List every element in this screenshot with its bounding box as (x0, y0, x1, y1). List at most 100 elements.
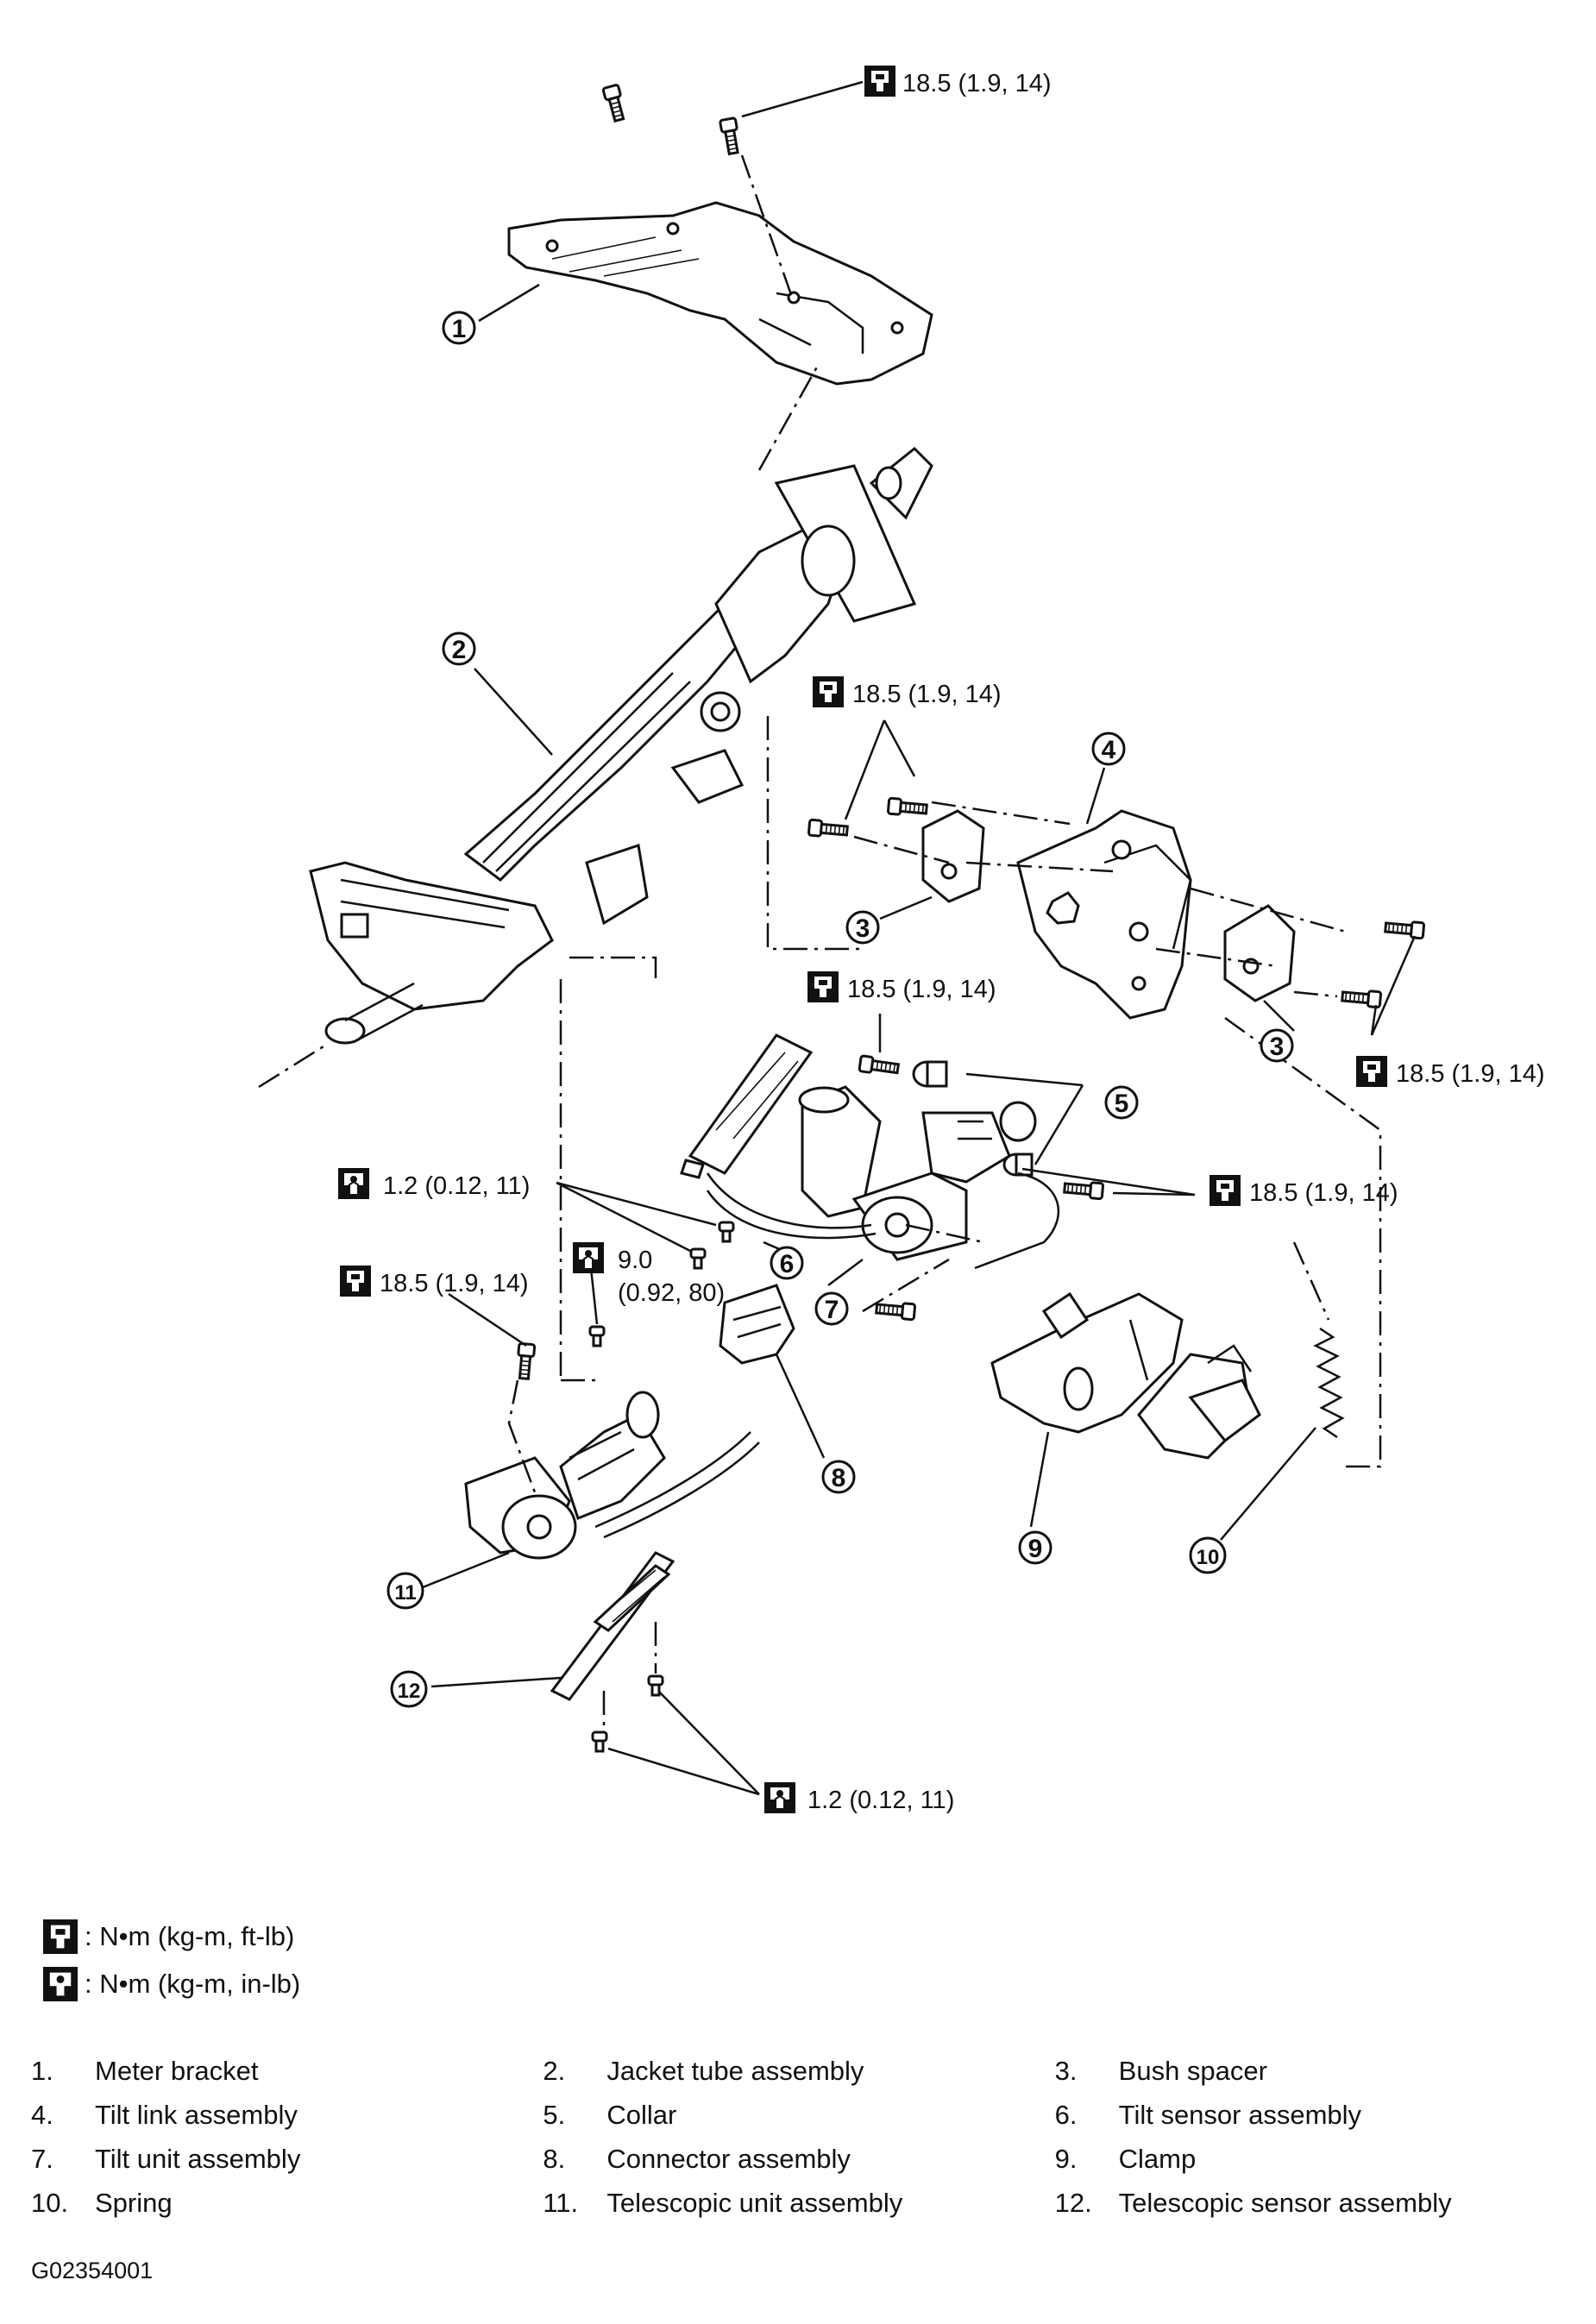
svg-text:4: 4 (1102, 736, 1116, 764)
parts-row: 7.Tilt unit assembly 8.Connector assembl… (31, 2137, 1567, 2181)
torque-wrench-ftlb-icon (813, 676, 844, 707)
spring (1313, 1327, 1345, 1439)
tilt-sensor-assembly (680, 1033, 1059, 1270)
torque-tilt-mid: 18.5 (1.9, 14) (807, 971, 996, 1003)
collar-upper (912, 1060, 948, 1088)
list-item: 10.Spring (31, 2187, 173, 2218)
screw-sensor-1 (718, 1221, 735, 1243)
tilt-unit-assembly (798, 1085, 1037, 1261)
torque-wrench-inlb-icon (572, 1241, 605, 1274)
svg-text:3: 3 (1270, 1033, 1285, 1061)
callout-11: 11 (386, 1572, 424, 1610)
bolt-tilt-3 (874, 1299, 917, 1322)
svg-text:18.5 (1.9, 14): 18.5 (1.9, 14) (902, 70, 1052, 97)
svg-text:12: 12 (398, 1680, 421, 1703)
svg-text:18.5 (1.9, 14): 18.5 (1.9, 14) (380, 1270, 529, 1297)
callout-3b: 3 (1260, 1028, 1294, 1063)
list-item: 2.Jacket tube assembly (543, 2055, 864, 2086)
screw-tele-2 (591, 1730, 608, 1753)
legend-ftlb: : N•m (kg-m, ft-lb) (43, 1919, 294, 1954)
torque-collar-right: 18.5 (1.9, 14) (1210, 1175, 1398, 1207)
torque-wrench-inlb-icon (763, 1781, 796, 1814)
bush-spacer-right (1223, 904, 1296, 1002)
connector-assembly (719, 1284, 795, 1365)
torque-wrench-ftlb-icon (864, 66, 895, 97)
callout-10: 10 (1189, 1536, 1227, 1574)
callout-5: 5 (1104, 1085, 1139, 1120)
bolt-tilt-1 (858, 1054, 901, 1078)
svg-text:9.0: 9.0 (618, 1247, 652, 1274)
svg-text:18.5 (1.9, 14): 18.5 (1.9, 14) (1249, 1179, 1398, 1207)
svg-text:2: 2 (452, 636, 467, 664)
torque-wrench-inlb-icon (337, 1167, 370, 1200)
telescopic-unit-assembly (464, 1391, 760, 1560)
svg-text:8: 8 (832, 1464, 846, 1492)
list-item: 1.Meter bracket (31, 2055, 259, 2086)
callout-2: 2 (442, 631, 476, 666)
svg-text:11: 11 (394, 1581, 416, 1605)
telescopic-sensor-assembly (550, 1551, 675, 1701)
parts-row: 1.Meter bracket 2.Jacket tube assembly 3… (31, 2049, 1567, 2093)
bush-spacer-left (921, 809, 985, 903)
jacket-tube-assembly (258, 446, 933, 1089)
parts-list: 1.Meter bracket 2.Jacket tube assembly 3… (31, 2049, 1567, 2225)
bolt-link-2 (807, 818, 850, 840)
list-item: 8.Connector assembly (543, 2143, 851, 2174)
legend-inlb: : N•m (kg-m, in-lb) (43, 1967, 300, 2001)
svg-text:1.2 (0.12, 11): 1.2 (0.12, 11) (807, 1787, 954, 1814)
figure-code: G02354001 (31, 2258, 154, 2283)
svg-text:7: 7 (825, 1296, 839, 1324)
callout-8: 8 (821, 1460, 856, 1494)
screw-sensor-2 (689, 1247, 707, 1270)
torque-bottom: 1.2 (0.12, 11) (763, 1781, 954, 1814)
torque-wrench-ftlb-icon (1210, 1175, 1241, 1206)
torque-tilt-upper: 18.5 (1.9, 14) (813, 676, 1002, 708)
bolt-top-right (718, 116, 743, 156)
svg-text:10: 10 (1197, 1546, 1220, 1569)
torque-wrench-inlb-icon (43, 1967, 78, 2001)
svg-text:3: 3 (856, 914, 870, 943)
list-item: 12.Telescopic sensor assembly (1054, 2187, 1452, 2218)
legend-inlb-text: : N•m (kg-m, in-lb) (85, 1969, 301, 1999)
clamp (990, 1291, 1261, 1460)
torque-top: 18.5 (1.9, 14) (864, 66, 1052, 97)
bolt-tilt-2 (1062, 1178, 1105, 1201)
bolt-tele (514, 1341, 537, 1381)
list-item: 6.Tilt sensor assembly (1054, 2099, 1362, 2130)
callout-3a: 3 (845, 910, 880, 945)
list-item: 3.Bush spacer (1054, 2055, 1267, 2086)
torque-wrench-ftlb-icon (43, 1919, 78, 1954)
tilt-link-assembly (1016, 809, 1192, 1020)
svg-text:6: 6 (780, 1250, 795, 1278)
list-item: 4.Tilt link assembly (31, 2099, 298, 2130)
list-item: 5.Collar (543, 2099, 677, 2130)
svg-text:1.2 (0.12, 11): 1.2 (0.12, 11) (383, 1172, 530, 1200)
callout-1: 1 (442, 311, 476, 345)
bolt-link-4 (1340, 987, 1383, 1009)
bolt-top-left (601, 83, 628, 123)
torque-wrench-ftlb-icon (1356, 1056, 1387, 1087)
parts-row: 4.Tilt link assembly 5.Collar 6.Tilt sen… (31, 2093, 1567, 2137)
callout-9: 9 (1018, 1530, 1052, 1565)
svg-text:9: 9 (1028, 1535, 1043, 1563)
svg-text:18.5 (1.9, 14): 18.5 (1.9, 14) (852, 681, 1002, 708)
svg-text:18.5 (1.9, 14): 18.5 (1.9, 14) (1396, 1060, 1545, 1088)
svg-text:1: 1 (452, 315, 467, 343)
torque-wrench-ftlb-icon (340, 1266, 371, 1297)
torque-link-right: 18.5 (1.9, 14) (1356, 1056, 1545, 1088)
callout-4: 4 (1091, 732, 1126, 766)
bolt-link-1 (886, 796, 929, 819)
bolt-link-3 (1383, 918, 1426, 940)
legend-ftlb-text: : N•m (kg-m, ft-lb) (85, 1921, 295, 1951)
meter-bracket (507, 201, 933, 386)
list-item: 9.Clamp (1054, 2143, 1197, 2174)
callout-7: 7 (814, 1291, 849, 1326)
svg-text:18.5 (1.9, 14): 18.5 (1.9, 14) (847, 976, 996, 1003)
screw-nine (588, 1325, 606, 1347)
list-item: 11.Telescopic unit assembly (543, 2187, 903, 2218)
svg-text:5: 5 (1115, 1090, 1129, 1118)
torque-tele: 18.5 (1.9, 14) (340, 1266, 529, 1297)
list-item: 7.Tilt unit assembly (31, 2143, 301, 2174)
svg-text:(0.92, 80): (0.92, 80) (618, 1279, 725, 1307)
